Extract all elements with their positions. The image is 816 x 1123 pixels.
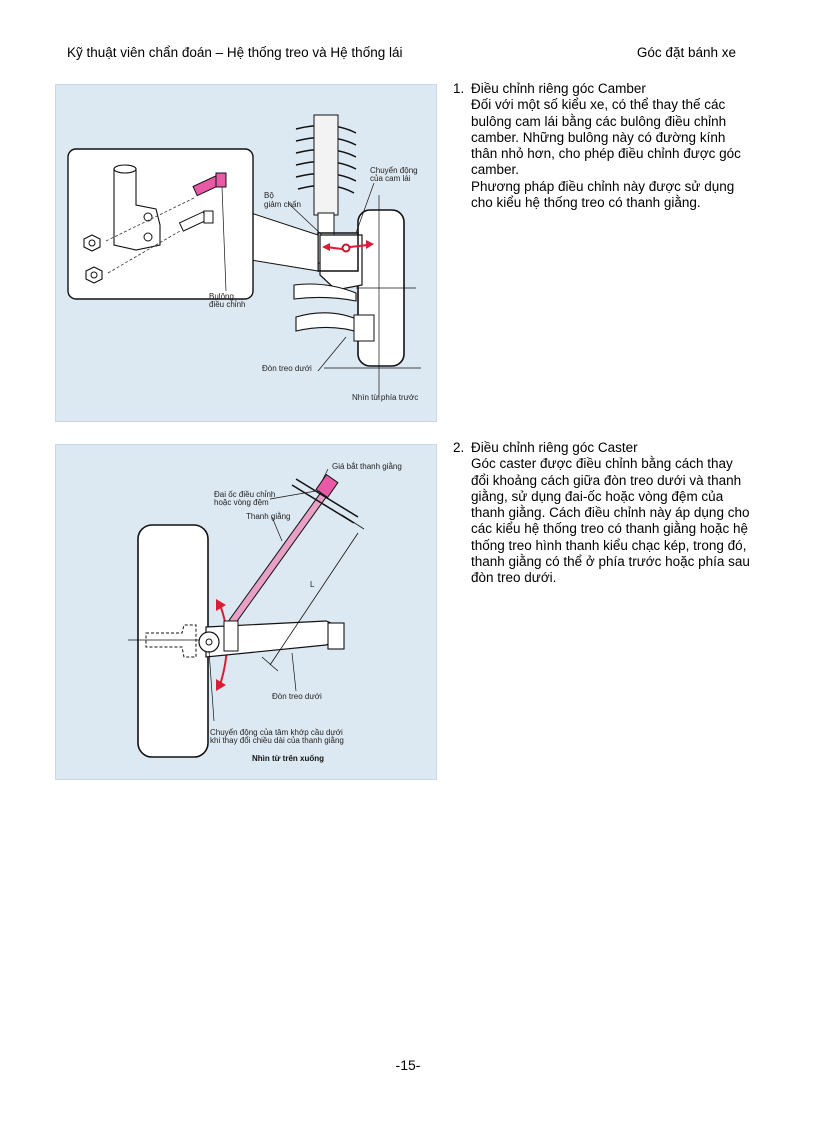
header-title: Kỹ thuật viên chẩn đoán – Hệ thống treo … [67,45,403,60]
label-cam-2: của cam lái [370,174,411,183]
label-shock-1: Bộ [264,191,274,200]
label-front-view: Nhìn từ phía trước [352,393,418,402]
label-bolt-1: Bulông [209,292,234,301]
caster-diagram: Giá bắt thanh giằng Đai ốc điều chỉnh ho… [55,444,437,780]
section-camber-para-2: Phương pháp điều chỉnh này được sử dụng … [471,178,735,211]
label-lower-arm-2: Đòn treo dưới [272,692,322,701]
label-bolt-2: điều chỉnh [209,300,245,309]
label-shock-2: giảm chấn [264,200,301,209]
section-camber-number: 1. [453,81,465,96]
label-bracket: Giá bắt thanh giằng [332,462,402,471]
section-caster-title: Điều chỉnh riêng góc Caster [471,440,638,455]
section-camber: 1. Điều chỉnh riêng góc Camber Đối với m… [453,81,753,211]
section-caster: 2. Điều chỉnh riêng góc Caster Góc caste… [453,440,753,587]
section-camber-title: Điều chỉnh riêng góc Camber [471,81,646,96]
label-lower-arm: Đòn treo dưới [262,364,312,373]
label-length: L [310,580,315,589]
section-caster-heading: 2. Điều chỉnh riêng góc Caster [453,440,753,456]
label-cam-1: Chuyển động [370,166,418,175]
camber-diagram: Bộ giảm chấn Chuyển động của cam lái Bul… [55,84,437,422]
label-nut-1: Đai ốc điều chỉnh [214,490,275,499]
page-number: -15- [395,1057,421,1073]
section-camber-para-1: Đối với một số kiểu xe, có thể thay thế … [471,97,741,178]
label-movement-1: Chuyển động của tâm khớp cầu dưới [210,728,343,737]
label-strut-bar: Thanh giằng [246,512,290,521]
label-movement-2: khi thay đổi chiều dài của thanh giằng [210,736,344,745]
section-caster-number: 2. [453,440,465,455]
label-nut-2: hoặc vòng đệm [214,498,269,507]
section-caster-para-1: Góc caster được điều chỉnh bằng cách tha… [471,456,750,586]
header-section: Góc đặt bánh xe [636,45,736,60]
label-top-view: Nhìn từ trên xuống [252,754,324,763]
section-camber-heading: 1. Điều chỉnh riêng góc Camber [453,81,753,97]
